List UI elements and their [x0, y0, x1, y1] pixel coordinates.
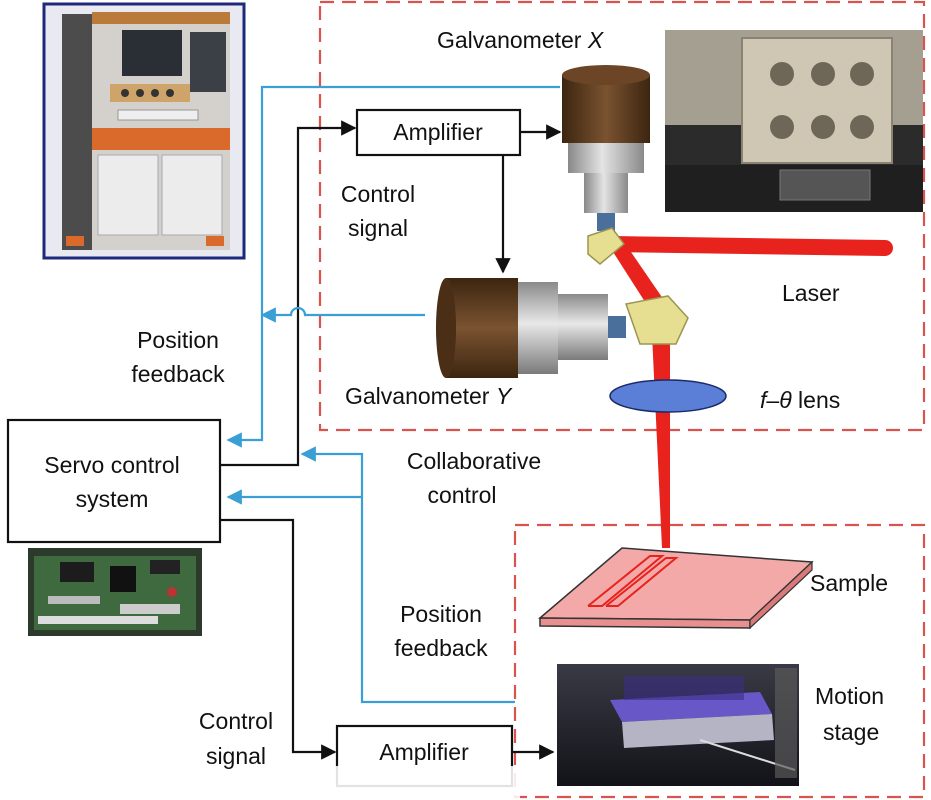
control-signal-top-line: [220, 120, 357, 467]
collaborative-label-line2: control: [427, 482, 496, 508]
servo-control-box: [6, 418, 222, 544]
galvanometer-y: [436, 278, 689, 378]
sample-plate: [537, 547, 814, 630]
laser-beam-horizontal: [612, 236, 885, 256]
bottom-fade: [330, 766, 520, 800]
position-feedback-bottom-line2: feedback: [394, 635, 488, 661]
amplifier-top-label: Amplifier: [393, 119, 483, 145]
laser-label: Laser: [782, 280, 840, 306]
motion-stage-line1: Motion: [815, 683, 884, 709]
control-signal-bottom-line1: Control: [199, 708, 273, 734]
position-feedback-x-line: [226, 85, 560, 448]
position-feedback-y-line: [260, 306, 425, 323]
sample-label: Sample: [810, 570, 888, 596]
control-signal-bottom-line2: signal: [206, 743, 266, 769]
collaborative-feedback-line: [300, 446, 515, 704]
galvanometer-x-label: Galvanometer X: [437, 27, 605, 53]
servo-label-line1: Servo control: [44, 452, 180, 478]
amplifier-top-box: [355, 108, 522, 157]
galvanometer-x-photo: [665, 30, 923, 212]
galvo-region-border: [318, 0, 926, 432]
galvanometer-x: [562, 65, 650, 265]
motion-stage-line2: stage: [823, 719, 879, 745]
position-feedback-left-line1: Position: [137, 327, 219, 353]
stage-region-border: [513, 523, 926, 799]
collaborative-label-line1: Collaborative: [407, 448, 541, 474]
control-signal-top-line1: Control: [341, 181, 415, 207]
galvanometer-y-label: Galvanometer Y: [345, 383, 513, 409]
circuit-board-photo: [28, 548, 202, 636]
control-signal-top-line2: signal: [348, 215, 408, 241]
position-feedback-bottom-line1: Position: [400, 601, 482, 627]
laser-beam-diagonal: [608, 236, 668, 316]
amplifier-bottom-label: Amplifier: [379, 739, 469, 765]
machine-photo: [42, 2, 246, 260]
servo-label-line2: system: [76, 486, 149, 512]
position-feedback-left-line2: feedback: [131, 361, 225, 387]
motion-stage-photo: [557, 664, 799, 786]
f-theta-lens: [609, 379, 727, 413]
f-theta-lens-label: f–θ lens: [760, 387, 840, 413]
laser-beam-down: [652, 334, 670, 548]
control-signal-bottom-line: [220, 518, 337, 760]
